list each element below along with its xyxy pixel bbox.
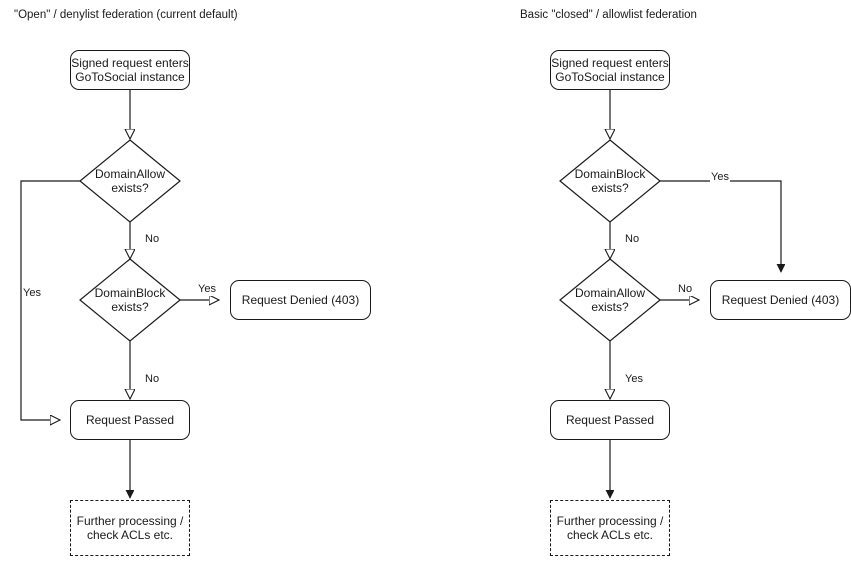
diamond-right-domainallow (559, 258, 661, 342)
right-start-node: Signed request enters GoToSocial instanc… (550, 50, 670, 90)
left-edge-label-allow-yes: Yes (22, 287, 42, 300)
right-start-line2: GoToSocial instance (555, 70, 665, 84)
left-request-passed-node: Request Passed (70, 400, 190, 440)
diamond-left-domainblock (79, 258, 181, 342)
right-edge-label-block-yes: Yes (710, 171, 730, 184)
right-decision1-line1: DomainBlock (574, 166, 646, 181)
edge-left-allow-yes (20, 180, 80, 420)
right-further-line2: check ACLs etc. (566, 528, 654, 542)
right-further-processing-node: Further processing / check ACLs etc. (550, 500, 670, 556)
right-start-line1: Signed request enters (551, 55, 669, 70)
right-request-passed-node: Request Passed (550, 400, 670, 440)
left-request-denied-node: Request Denied (403) (230, 280, 371, 320)
left-start-line1: Signed request enters (71, 55, 189, 70)
left-further-processing-node: Further processing / check ACLs etc. (70, 500, 190, 556)
left-start-node: Signed request enters GoToSocial instanc… (70, 50, 190, 90)
right-edge-label-allow-no: No (677, 283, 694, 296)
right-edge-label-block-no: No (624, 233, 641, 246)
right-decision1-line2: exists? (591, 181, 629, 195)
right-request-denied-node: Request Denied (403) (710, 280, 851, 320)
left-edge-label-block-no: No (144, 373, 161, 386)
left-decision2-line2: exists? (111, 300, 149, 314)
left-decision2-line1: DomainBlock (94, 285, 166, 300)
right-edge-label-allow-yes: Yes (624, 373, 644, 386)
right-further-line1: Further processing / (556, 513, 664, 528)
left-column-title: "Open" / denylist federation (current de… (14, 9, 238, 21)
left-edge-label-block-yes: Yes (197, 283, 217, 296)
left-decision1-line2: exists? (111, 181, 149, 195)
right-decision2-line2: exists? (591, 300, 629, 314)
right-decision-domainblock: DomainBlock exists? (560, 140, 660, 222)
left-further-line2: check ACLs etc. (86, 528, 174, 542)
right-decision-domainallow: DomainAllow exists? (560, 259, 660, 341)
edge-right-block-yes (660, 180, 781, 272)
right-column-title: Basic "closed" / allowlist federation (520, 9, 697, 21)
left-edge-label-allow-no: No (144, 233, 161, 246)
left-decision1-line1: DomainAllow (94, 166, 166, 181)
diamond-left-domainallow (79, 139, 181, 223)
left-decision-domainblock: DomainBlock exists? (80, 259, 180, 341)
left-start-line2: GoToSocial instance (75, 70, 185, 84)
left-further-line1: Further processing / (76, 513, 184, 528)
diamond-right-domainblock (559, 139, 661, 223)
right-decision2-line1: DomainAllow (574, 285, 646, 300)
left-decision-domainallow: DomainAllow exists? (80, 140, 180, 222)
